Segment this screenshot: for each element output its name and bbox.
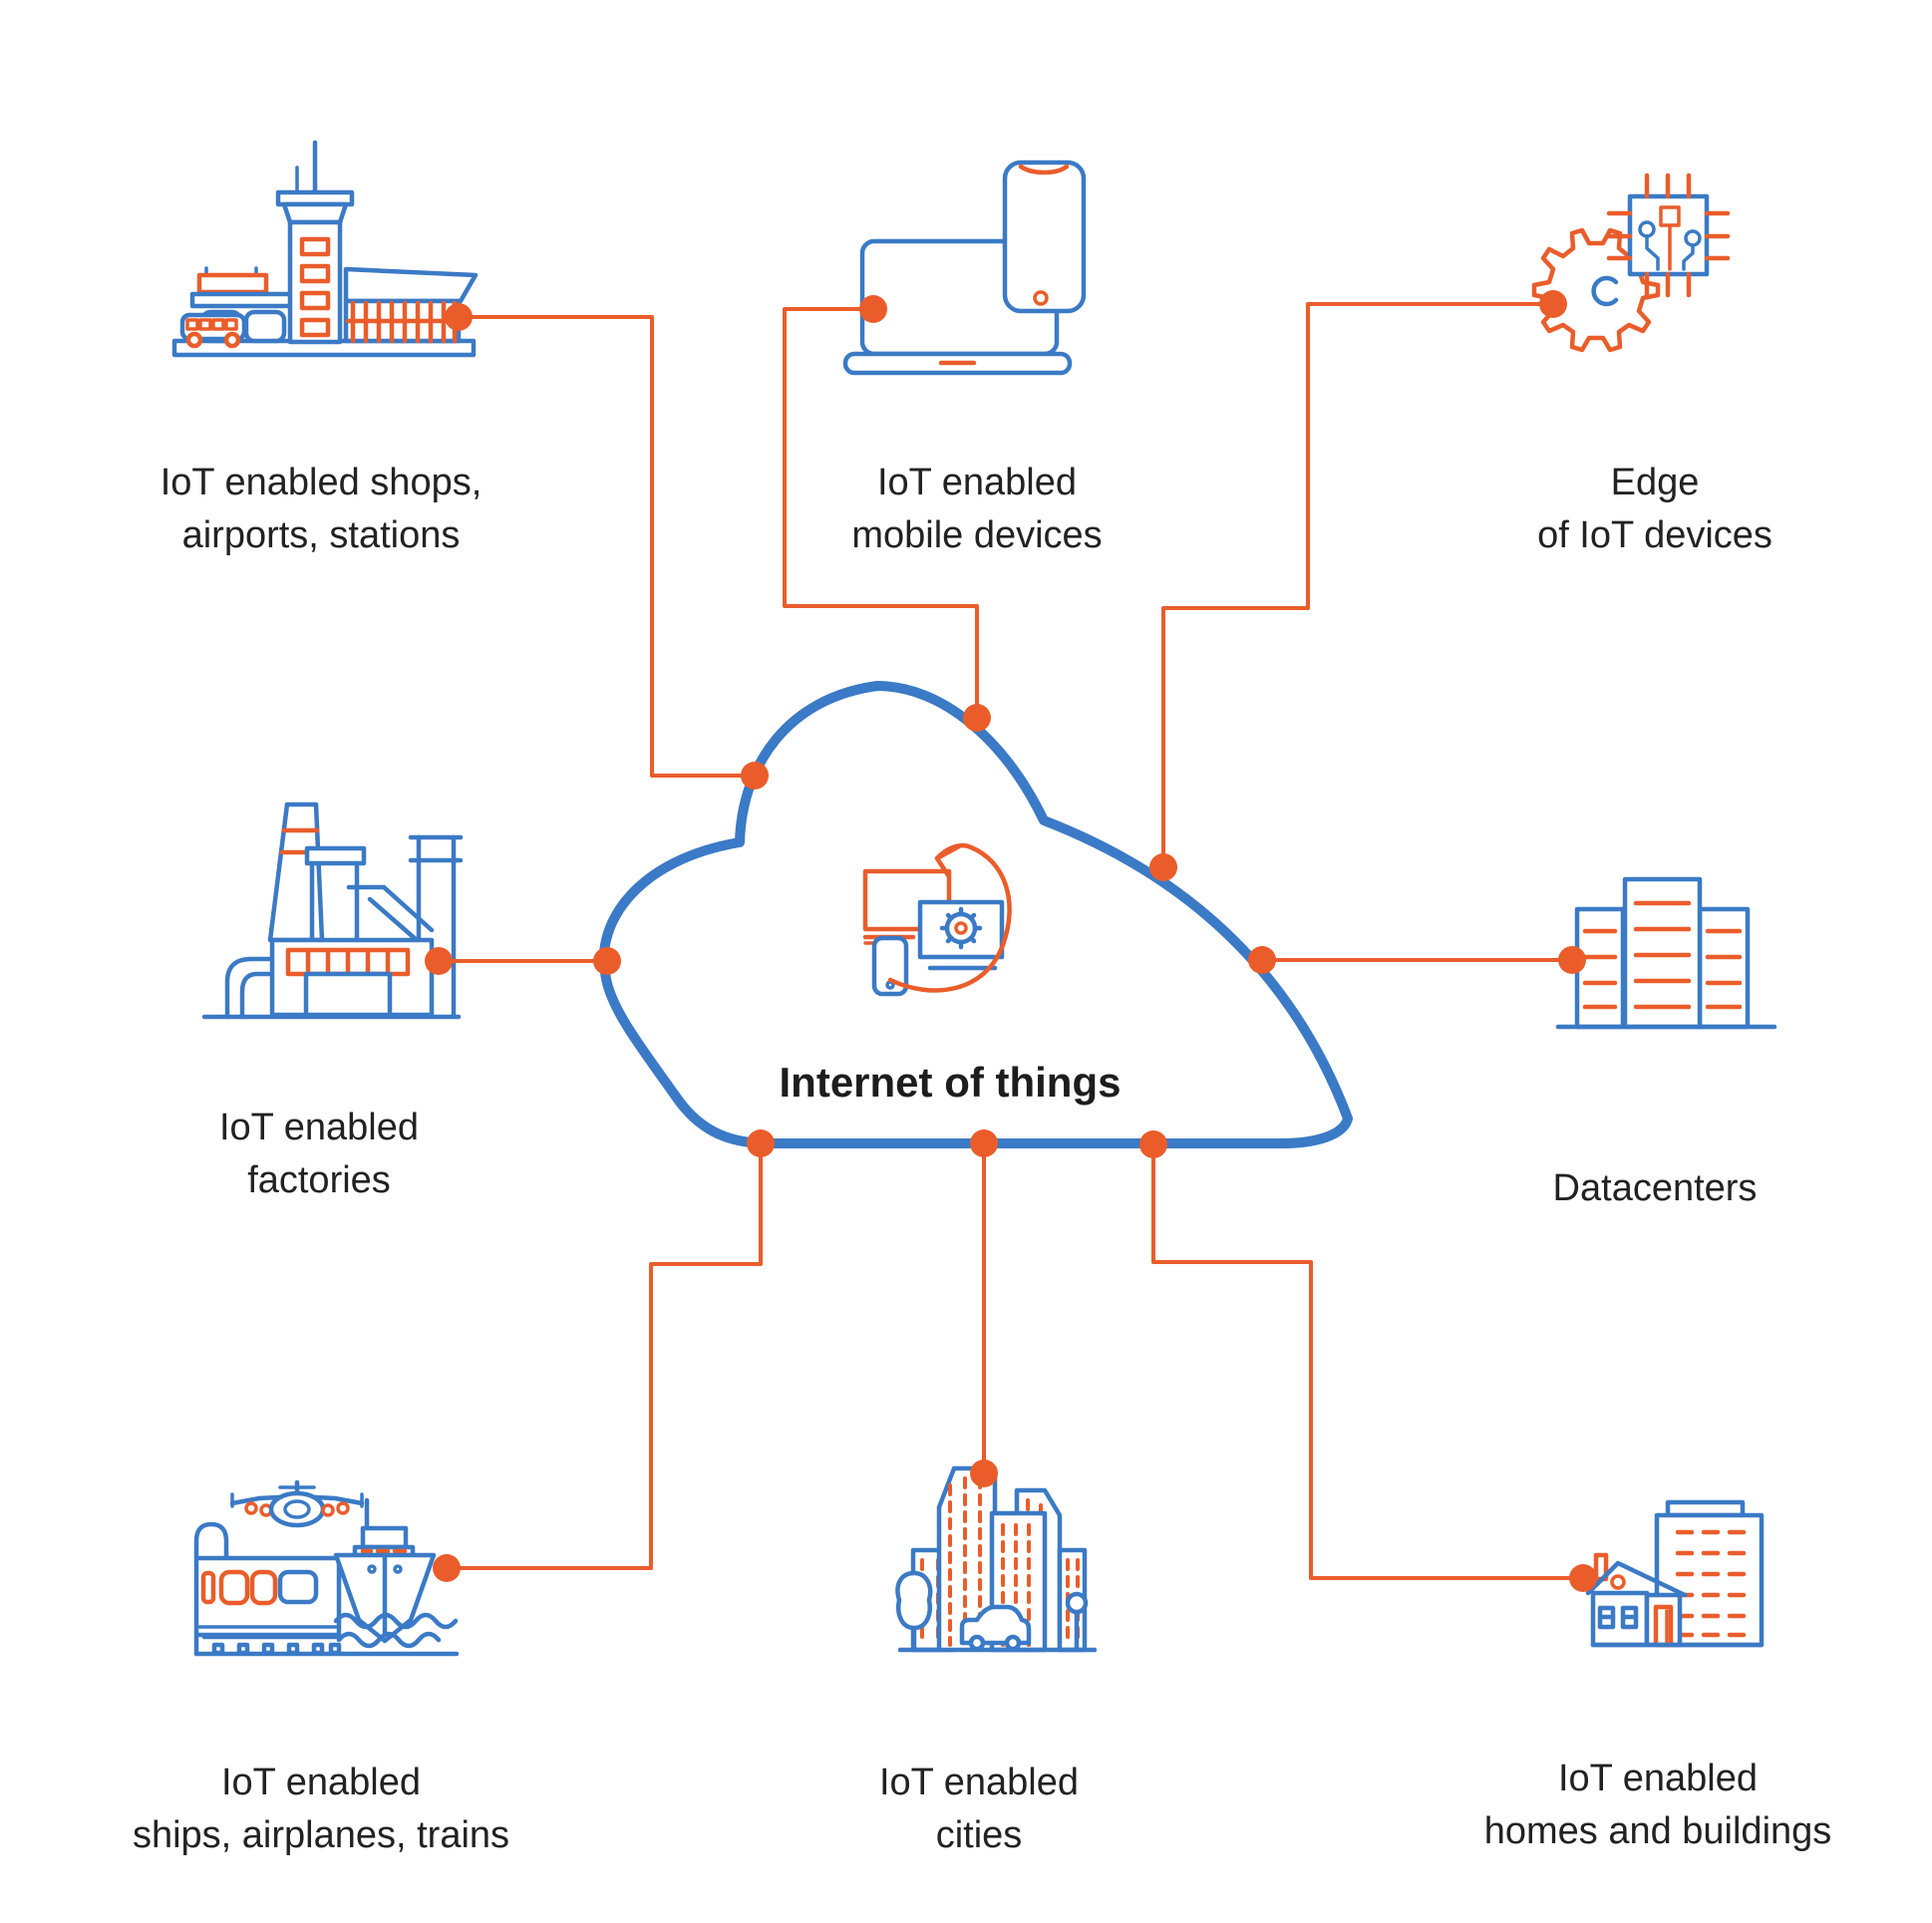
device-sync-icon [862, 842, 1012, 997]
label-shops-line2: airports, stations [181, 514, 461, 556]
label-homes: IoT enabled homes and buildings [1484, 1753, 1832, 1858]
connection-dot [1558, 946, 1586, 974]
home-building-icon [1585, 1499, 1765, 1648]
airplane-icon [229, 1479, 365, 1528]
label-datacenters-line1: Datacenters [1552, 1167, 1758, 1209]
connection-dot [970, 1459, 998, 1487]
datacenter-icon [1555, 876, 1777, 1030]
label-transport: IoT enabled ships, airplanes, trains [133, 1757, 509, 1862]
connector-mobile [783, 307, 979, 720]
gear-icon [939, 906, 983, 950]
connection-dot [445, 303, 473, 331]
label-transport-line2: ships, airplanes, trains [132, 1814, 510, 1856]
train-icon [193, 1521, 460, 1657]
connector-transport [445, 1141, 763, 1570]
chip-pins [1606, 172, 1731, 298]
connection-dot [593, 947, 621, 975]
label-edge-line2: of IoT devices [1537, 514, 1772, 556]
laptop-phone-icon [842, 160, 1087, 376]
label-edge-line1: Edge [1610, 462, 1700, 503]
label-mobile-line1: IoT enabled [876, 462, 1078, 503]
label-cities: IoT enabled cities [879, 1757, 1079, 1862]
connection-dots [425, 290, 1597, 1592]
label-factories-line1: IoT enabled [218, 1107, 420, 1148]
connector-edge [1161, 302, 1555, 869]
label-shops: IoT enabled shops, airports, stations [161, 457, 483, 562]
airport-icon [171, 140, 479, 358]
connection-dot [1149, 853, 1177, 881]
connection-dot [859, 295, 887, 323]
connection-dot [1539, 290, 1567, 318]
label-mobile-line2: mobile devices [851, 514, 1103, 556]
gear-chip-icon [1531, 172, 1731, 353]
tree-icon [895, 1570, 933, 1653]
connection-dot [433, 1554, 461, 1582]
connector-homes [1151, 1142, 1585, 1580]
ship-icon [333, 1497, 459, 1649]
label-factories: IoT enabled factories [219, 1102, 419, 1207]
label-factories-line2: factories [247, 1159, 391, 1201]
transport-icon [193, 1479, 460, 1657]
connection-dot [1248, 946, 1276, 974]
label-mobile: IoT enabled mobile devices [851, 457, 1102, 562]
label-datacenters: Datacenters [1553, 1162, 1758, 1215]
streetlight-icon [1065, 1591, 1089, 1653]
label-homes-line2: homes and buildings [1483, 1810, 1832, 1852]
connection-dot [1139, 1130, 1167, 1158]
label-homes-line1: IoT enabled [1557, 1758, 1759, 1799]
connectors [437, 302, 1585, 1580]
factory-icon [201, 801, 464, 1020]
label-cities-line2: cities [935, 1814, 1023, 1856]
connector-shops [457, 315, 757, 778]
connection-dot [741, 762, 769, 790]
label-shops-line1: IoT enabled shops, [160, 462, 483, 503]
connection-dot [425, 947, 453, 975]
connection-dot [1569, 1564, 1597, 1592]
city-icon [895, 1465, 1098, 1653]
cloud-title: Internet of things [779, 1059, 1122, 1106]
connection-dot [970, 1129, 998, 1157]
bus-icon [179, 312, 247, 349]
label-transport-line1: IoT enabled [220, 1762, 422, 1803]
label-cities-line1: IoT enabled [878, 1762, 1080, 1803]
connection-dot [747, 1129, 775, 1157]
label-edge: Edge of IoT devices [1537, 457, 1772, 562]
connection-dot [963, 704, 991, 732]
